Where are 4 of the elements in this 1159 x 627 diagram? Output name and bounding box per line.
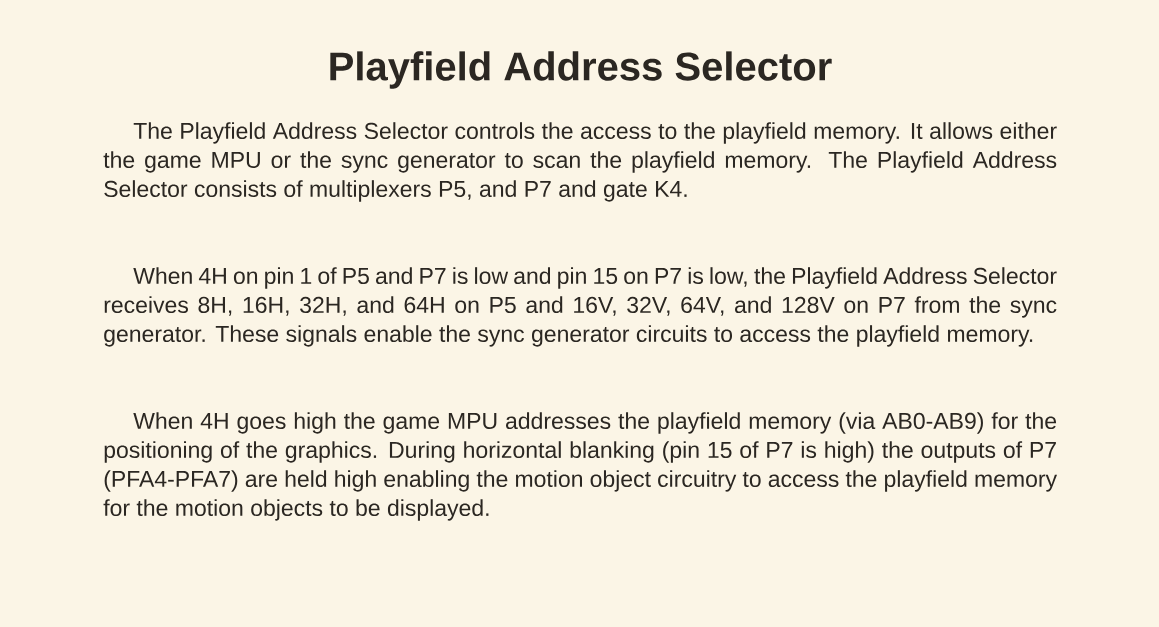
title: Playfield Address Selector [330, 51, 832, 89]
paragraph: The Playfield Address Selector controls the access to the playfield memory. It allows either the game MPU or the sync generator to scan the playfield memory. The Playfield Address Selector consists of multiplexers P5, and P7 and gate K4. [103, 122, 1057, 202]
paragraph: When 4H goes high the game MPU addresses the playfield memory (via AB0-AB9) for the positioning of the graphics. During horizontal blanking (pin 15 of P7 is high) the outputs of P7 (PFA4-PFA7) are held high enabling the motion object circuitry to access the playfield memory for the motion objects to be displayed. [103, 412, 1057, 521]
paragraph: When 4H on pin 1 of P5 and P7 is low and pin 15 on P7 is low, the Playfield Address Selector receives 8H, 16H, 32H, and 64H on P5 and 16V, 32V, 64V, and 128V on P7 from the sync generator. These signals enable the sync generator circuits to access the playfield memory. [104, 267, 1057, 347]
